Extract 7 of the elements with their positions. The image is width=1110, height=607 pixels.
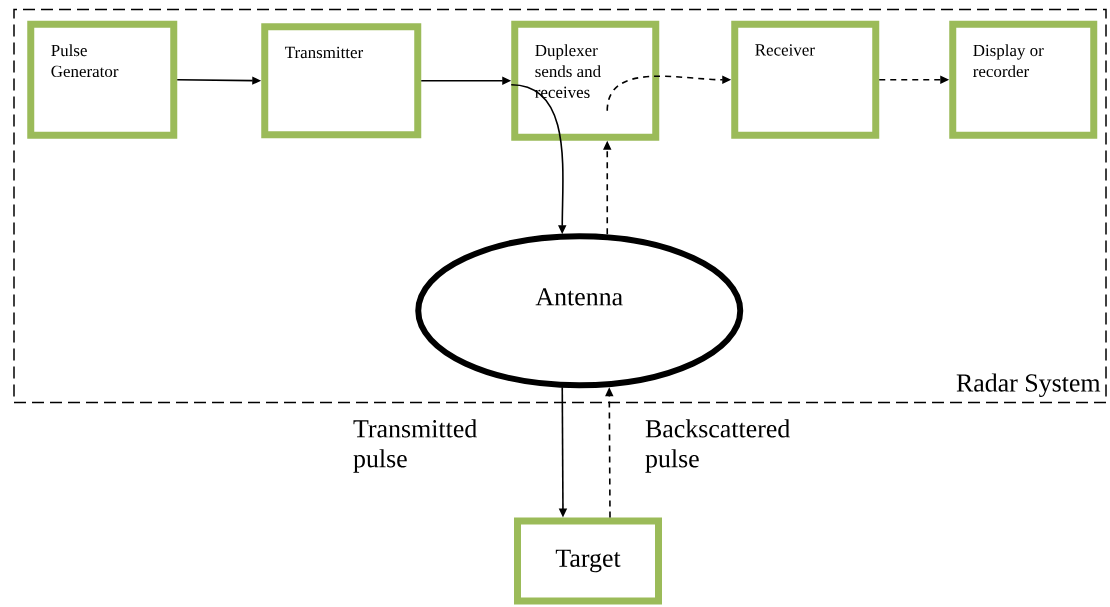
- process-box: Target: [514, 517, 662, 605]
- process-box: Display or recorder: [949, 20, 1098, 139]
- edge-label: Transmitted pulse: [353, 419, 477, 473]
- process-box: Pulse Generator: [27, 20, 178, 139]
- process-box: Receiver: [731, 20, 880, 139]
- edge-label: Backscattered pulse: [645, 419, 790, 473]
- process-box: Transmitter: [261, 23, 422, 139]
